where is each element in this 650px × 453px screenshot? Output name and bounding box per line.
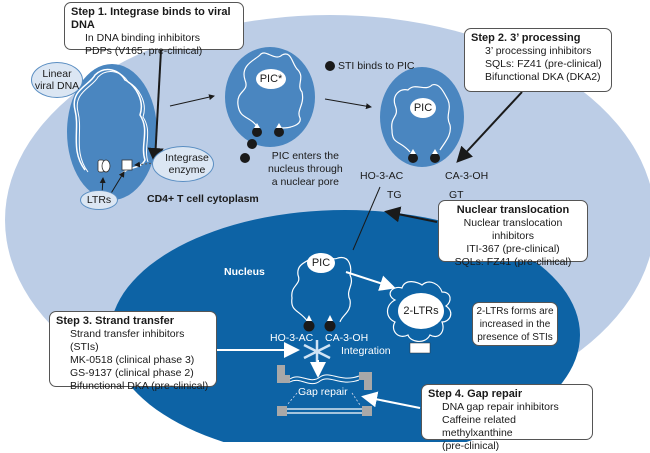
integrase-enzyme-label: Integrase enzyme <box>152 146 214 182</box>
translocation-line: Nuclear translocation inhibitors <box>463 217 563 242</box>
pic-text: PIC <box>413 102 433 114</box>
translocation-line: ITI-367 (pre-clinical) <box>466 243 560 255</box>
to-2ltr-arrow <box>345 271 396 291</box>
label-line: enzyme <box>168 164 206 176</box>
gap-piece-right <box>359 372 372 390</box>
step3-line: Strand transfer inhibitors (STIs) <box>70 328 185 353</box>
note-line: increased in the <box>479 319 551 330</box>
gap-block-left <box>277 406 287 416</box>
pore-line <box>352 186 381 251</box>
pic-dna <box>391 83 451 153</box>
gt-label: GT <box>449 189 464 201</box>
ho3ac-label: HO-3-AC <box>360 170 404 182</box>
step4-arrow <box>361 391 421 409</box>
step3-box: Step 3. Strand transfer Strand transfer … <box>49 311 217 392</box>
step2-arrow <box>456 91 523 163</box>
label-line: viral DNA <box>34 80 80 92</box>
step1-arrow <box>147 49 164 164</box>
step3-title: Step 3. Strand transfer <box>56 315 174 327</box>
step4-line: DNA gap repair inhibitors <box>442 401 559 413</box>
two-ltrs-text: 2-LTRs <box>403 305 439 317</box>
translocation-line: SQLs: FZ41 (pre-clinical) <box>454 256 572 268</box>
note-line: presence of STIs <box>477 332 553 343</box>
arrow-to-pic-star <box>169 94 215 107</box>
arrow-to-pic <box>324 98 372 110</box>
step3-line: Bifunctional DKA (pre-clinical) <box>70 380 209 392</box>
viral-dna-strand <box>73 68 146 176</box>
step2-title: Step 2. 3’ processing <box>471 32 581 44</box>
step2-line: SQLs: FZ41 (pre-clinical) <box>485 58 602 70</box>
nucleus-pic-badge: PIC <box>307 253 335 273</box>
step2-line: 3’ processing inhibitors <box>485 45 592 57</box>
ho3ac-nucleus-label: HO-3-AC <box>270 332 314 344</box>
linear-viral-dna-label: Linear viral DNA <box>31 62 83 98</box>
step2-box: Step 2. 3’ processing 3’ processing inhi… <box>464 28 612 92</box>
step3-line: MK-0518 (clinical phase 3) <box>70 354 195 366</box>
step4-line: Caffeine related methylxanthine <box>442 414 516 439</box>
sti-dot <box>240 153 250 163</box>
label-line: nucleus through <box>268 163 343 175</box>
step2-line: Bifunctional DKA (DKA2) <box>485 71 601 83</box>
gap-block-right <box>362 406 372 416</box>
label-line: PIC enters the <box>271 150 339 162</box>
label-line: Integrase <box>165 152 209 164</box>
translocation-title: Nuclear translocation <box>456 204 570 216</box>
nucleus-pic-text: PIC <box>311 257 331 269</box>
sti-binds-label: STI binds to PIC <box>338 60 415 72</box>
cytoplasm-label: CD4+ T cell cytoplasm <box>147 193 259 205</box>
nuclear-translocation-box: Nuclear translocation Nuclear translocat… <box>438 200 588 268</box>
pic-enters-label: PIC enters the nucleus through a nuclear… <box>268 150 343 189</box>
pic-star-dna <box>237 52 304 129</box>
step4-box: Step 4. Gap repair DNA gap repair inhibi… <box>421 384 593 452</box>
step3-line: GS-9137 (clinical phase 2) <box>70 367 194 379</box>
translocation-arrow <box>384 206 438 223</box>
label-line: a nuclear pore <box>271 176 339 188</box>
pic-badge: PIC <box>410 98 436 118</box>
step4-title: Step 4. Gap repair <box>428 388 523 400</box>
step1-line: In DNA binding inhibitors <box>85 32 200 44</box>
step1-box: Step 1. Integrase binds to viral DNA In … <box>64 2 244 57</box>
gap-piece-left <box>277 365 290 383</box>
ltr-marker-right <box>121 159 133 171</box>
ltrs-label: LTRs <box>80 190 118 210</box>
pic-star-badge: PIC* <box>256 69 286 89</box>
two-ltr-dna <box>386 281 452 342</box>
sti-dot <box>247 139 257 149</box>
ca3oh-nucleus-label: CA-3-OH <box>325 332 369 344</box>
step1-title: Step 1. Integrase binds to viral DNA <box>71 6 231 31</box>
ca3oh-label: CA-3-OH <box>445 170 489 182</box>
note-line: 2-LTRs forms are <box>476 306 554 317</box>
pic-star-text: PIC* <box>259 73 283 85</box>
two-ltrs-badge: 2-LTRs <box>398 293 444 329</box>
integration-label: Integration <box>341 345 391 357</box>
sti-dot-legend <box>325 61 335 71</box>
integrase-small <box>101 159 111 173</box>
tg-label: TG <box>387 189 402 201</box>
two-ltr-block <box>409 342 431 354</box>
ltrs-text: LTRs <box>86 194 112 206</box>
step1-line: PDPs (V165, pre-clinical) <box>85 45 203 57</box>
two-ltr-note: 2-LTRs forms are increased in the presen… <box>472 302 558 346</box>
pic-star-cell <box>225 47 315 147</box>
nucleus-label: Nucleus <box>224 266 265 278</box>
gap-repair-label: Gap repair <box>298 386 348 398</box>
label-line: Linear <box>42 68 72 80</box>
